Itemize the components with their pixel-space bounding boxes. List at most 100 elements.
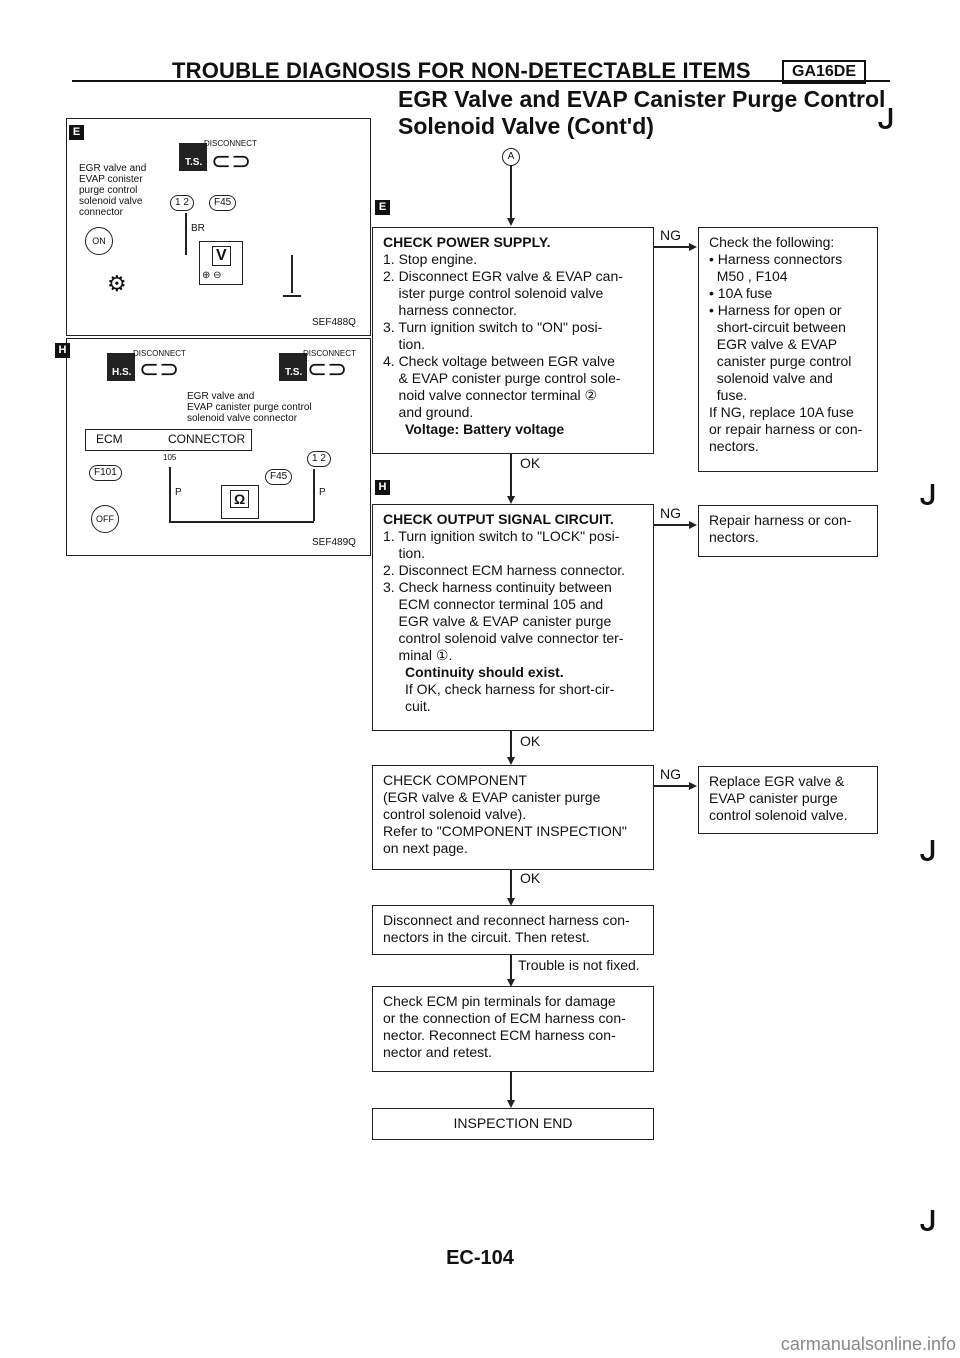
action-line: Replace EGR valve & bbox=[709, 773, 845, 789]
step-line: 3. Turn ignition switch to "ON" posi- bbox=[383, 319, 603, 335]
step-line: 4. Check voltage between EGR valve bbox=[383, 353, 615, 369]
action-line: Check the following: bbox=[709, 234, 835, 250]
connector-id-oval: F101 bbox=[89, 465, 122, 481]
ts-tester-icon: T.S. bbox=[279, 353, 307, 381]
probe-wire bbox=[313, 469, 315, 521]
step-check-output-signal: CHECK OUTPUT SIGNAL CIRCUIT. 1. Turn ign… bbox=[372, 504, 654, 731]
label-line: EVAP canister purge control bbox=[187, 402, 312, 413]
disconnect-label: DISCONNECT bbox=[133, 349, 186, 358]
connector-id-oval: F45 bbox=[265, 469, 293, 485]
step-line: ister purge control solenoid valve bbox=[383, 285, 604, 301]
ignition-on-icon: ON bbox=[85, 227, 113, 255]
probe-wire bbox=[185, 213, 187, 255]
step-line: tion. bbox=[383, 545, 426, 561]
terminal-number: 105 bbox=[163, 453, 177, 462]
connector-pins-oval: 1 2 bbox=[307, 451, 331, 467]
ecm-connector-box: ECM CONNECTOR bbox=[85, 429, 252, 451]
ng-action-power-supply: Check the following: • Harness connector… bbox=[698, 227, 878, 472]
step-line: CHECK COMPONENT bbox=[383, 772, 527, 788]
ts-tester-icon: T.S. bbox=[179, 143, 207, 171]
disconnect-plug-icon: ⊂⊃ bbox=[139, 356, 180, 383]
action-line: solenoid valve and bbox=[709, 370, 833, 386]
component-label: EGR valve and EVAP canister purge contro… bbox=[187, 391, 312, 424]
meter-symbol: Ω bbox=[230, 490, 250, 508]
step-line: and ground. bbox=[383, 404, 474, 420]
hs-tester-icon: H.S. bbox=[107, 353, 135, 381]
margin-hook-icon: ᒍ bbox=[920, 480, 937, 510]
meter-terminals: ⊕ ⊖ bbox=[202, 270, 222, 281]
disconnect-plug-icon: ⊂⊃ bbox=[307, 356, 348, 383]
ng-label: NG bbox=[660, 505, 681, 521]
hs-label: H.S. bbox=[112, 367, 132, 378]
flow-connector bbox=[654, 524, 690, 526]
label-line: purge control bbox=[79, 185, 138, 196]
ok-label: OK bbox=[520, 733, 541, 749]
action-line: • 10A fuse bbox=[709, 285, 773, 301]
step-reconnect-harness: Disconnect and reconnect harness con- ne… bbox=[372, 905, 654, 955]
flow-connector bbox=[510, 731, 512, 757]
label-line: EVAP conister bbox=[79, 174, 143, 185]
ground-symbol-icon bbox=[283, 295, 301, 297]
step-line: 3. Check harness continuity between bbox=[383, 579, 612, 595]
label-line: solenoid valve connector bbox=[187, 413, 298, 424]
ng-label: NG bbox=[660, 227, 681, 243]
margin-hook-icon: ᒍ bbox=[920, 836, 937, 866]
flow-connector bbox=[654, 785, 690, 787]
figure-id: SEF488Q bbox=[312, 317, 356, 328]
flow-connector bbox=[654, 246, 690, 248]
arrow-down-icon bbox=[507, 218, 515, 226]
step-line: Disconnect and reconnect harness con- bbox=[383, 912, 630, 928]
connector-label: CONNECTOR bbox=[168, 432, 246, 446]
margin-hook-icon: ᒍ bbox=[920, 1206, 937, 1236]
action-line: M50 , F104 bbox=[709, 268, 788, 284]
probe-wire bbox=[169, 521, 314, 523]
section-title: EGR Valve and EVAP Canister Purge Contro… bbox=[398, 86, 885, 140]
step-heading: CHECK POWER SUPPLY. bbox=[383, 234, 551, 250]
step-line: on next page. bbox=[383, 840, 468, 856]
marker-square-icon: H bbox=[375, 480, 390, 495]
step-line: nectors in the circuit. Then retest. bbox=[383, 929, 590, 945]
ohmmeter-icon: Ω bbox=[221, 485, 259, 519]
arrow-right-icon bbox=[689, 782, 697, 790]
ok-label: OK bbox=[520, 455, 541, 471]
ecm-label: ECM bbox=[96, 432, 123, 446]
step-line: If OK, check harness for short-cir- bbox=[405, 681, 615, 697]
step-line: control solenoid valve connector ter- bbox=[383, 630, 624, 646]
action-line: EVAP canister purge bbox=[709, 790, 838, 806]
component-label: EGR valve and EVAP conister purge contro… bbox=[79, 163, 169, 218]
connector-id-oval: F45 bbox=[209, 195, 237, 211]
ts-label: T.S. bbox=[285, 367, 303, 378]
page-header-title: TROUBLE DIAGNOSIS FOR NON-DETECTABLE ITE… bbox=[172, 58, 751, 83]
step-line: nector and retest. bbox=[383, 1044, 492, 1060]
flow-connector bbox=[510, 870, 512, 898]
action-line: • Harness for open or bbox=[709, 302, 842, 318]
flow-connector bbox=[510, 1072, 512, 1102]
step-heading: CHECK OUTPUT SIGNAL CIRCUIT. bbox=[383, 511, 614, 527]
section-title-line1: EGR Valve and EVAP Canister Purge Contro… bbox=[398, 86, 886, 112]
flow-connector bbox=[510, 955, 512, 979]
page-number: EC-104 bbox=[446, 1247, 514, 1269]
label-line: EGR valve and bbox=[187, 391, 255, 402]
section-title-line2: Solenoid Valve (Cont'd) bbox=[398, 113, 654, 139]
action-line: short-circuit between bbox=[709, 319, 846, 335]
trouble-not-fixed-label: Trouble is not fixed. bbox=[518, 957, 640, 973]
watermark: carmanualsonline.info bbox=[780, 1334, 956, 1354]
ign-state: OFF bbox=[96, 514, 114, 524]
probe-wire bbox=[169, 467, 171, 521]
step-line: EGR valve & EVAP canister purge bbox=[383, 613, 612, 629]
step-result: Voltage: Battery voltage bbox=[405, 421, 565, 437]
action-line: • Harness connectors bbox=[709, 251, 843, 267]
step-line: Refer to "COMPONENT INSPECTION" bbox=[383, 823, 627, 839]
step-line: (EGR valve & EVAP canister purge bbox=[383, 789, 601, 805]
ground-wire bbox=[291, 255, 293, 293]
step-result: Continuity should exist. bbox=[405, 664, 564, 680]
arrow-down-icon bbox=[507, 1100, 515, 1108]
figure-id: SEF489Q bbox=[312, 537, 356, 548]
meter-symbol: V bbox=[212, 246, 231, 266]
wire-color-label: P bbox=[175, 487, 182, 498]
label-line: EGR valve and bbox=[79, 163, 147, 174]
action-line: control solenoid valve. bbox=[709, 807, 848, 823]
step-check-component: CHECK COMPONENT (EGR valve & EVAP canist… bbox=[372, 765, 654, 870]
ng-label: NG bbox=[660, 766, 681, 782]
action-line: canister purge control bbox=[709, 353, 852, 369]
